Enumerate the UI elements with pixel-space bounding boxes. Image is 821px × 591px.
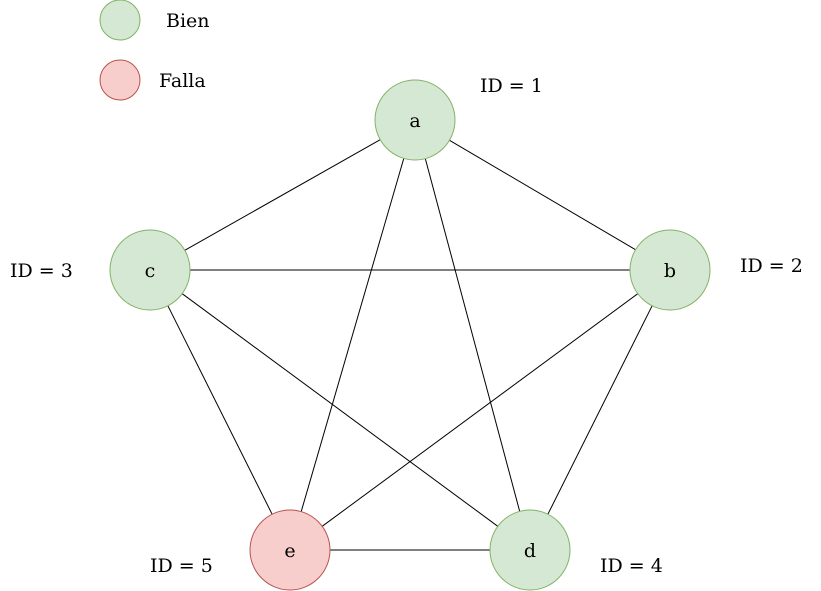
node-a-id-label: ID = 1 bbox=[480, 75, 543, 97]
node-c[interactable]: c bbox=[109, 229, 191, 311]
node-d[interactable]: d bbox=[489, 509, 571, 591]
legend-fail-label: Falla bbox=[159, 70, 206, 92]
node-a[interactable]: a bbox=[374, 79, 456, 161]
node-e-label: e bbox=[284, 540, 295, 562]
node-c-circle[interactable] bbox=[109, 229, 191, 311]
edge-c-e bbox=[167, 305, 273, 515]
legend-ok-swatch bbox=[99, 0, 141, 41]
node-b-label: b bbox=[664, 260, 676, 282]
edge-a-d bbox=[424, 158, 521, 512]
node-b[interactable]: b bbox=[629, 229, 711, 311]
edge-c-d bbox=[181, 293, 499, 527]
legend-ok-label: Bien bbox=[166, 10, 210, 32]
edges-layer bbox=[167, 139, 653, 551]
node-e-circle[interactable] bbox=[249, 509, 331, 591]
edge-a-c bbox=[184, 139, 381, 251]
edge-a-e bbox=[300, 158, 405, 512]
node-c-label: c bbox=[145, 260, 156, 282]
edge-a-b bbox=[449, 139, 636, 251]
legend: Bien Falla bbox=[99, 0, 210, 101]
node-d-id-label: ID = 4 bbox=[600, 555, 663, 577]
edge-b-e bbox=[321, 293, 639, 527]
node-a-circle[interactable] bbox=[374, 79, 456, 161]
node-b-id-label: ID = 2 bbox=[740, 255, 803, 277]
node-c-id-label: ID = 3 bbox=[10, 260, 73, 282]
node-b-circle[interactable] bbox=[629, 229, 711, 311]
node-e-id-label: ID = 5 bbox=[150, 555, 213, 577]
node-e[interactable]: e bbox=[249, 509, 331, 591]
node-d-circle[interactable] bbox=[489, 509, 571, 591]
edge-b-d bbox=[547, 305, 653, 515]
legend-fail-swatch bbox=[99, 59, 141, 101]
node-d-label: d bbox=[524, 540, 536, 562]
node-a-label: a bbox=[409, 110, 420, 132]
